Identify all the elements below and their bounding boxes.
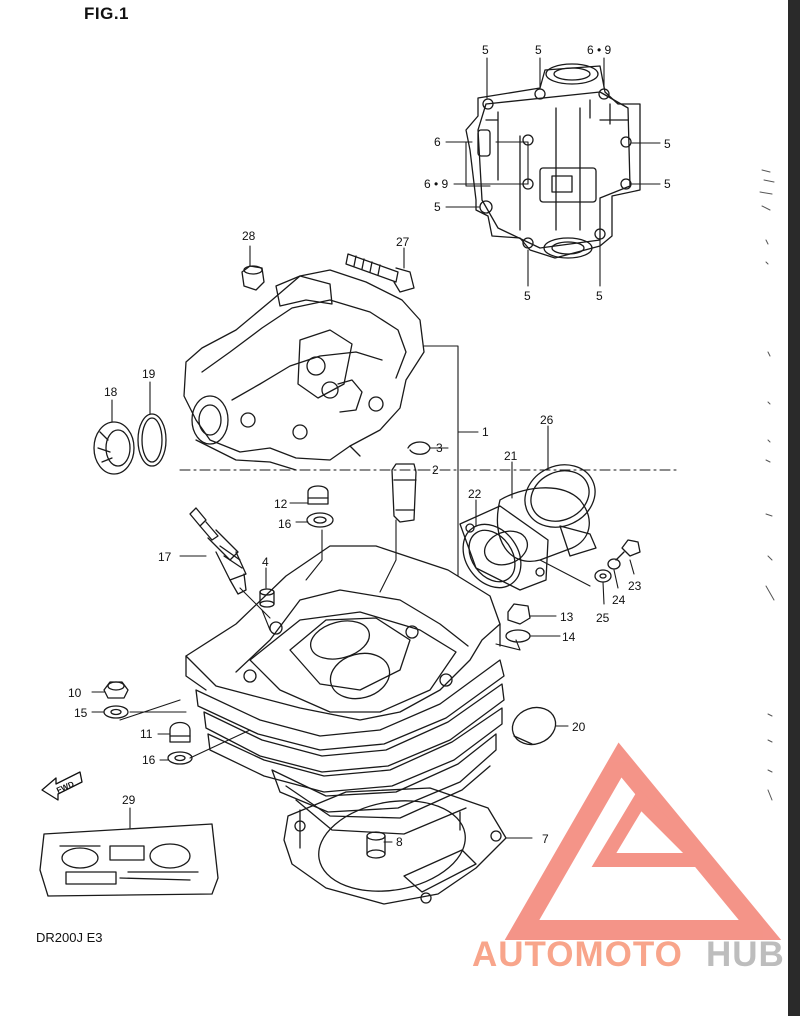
- watermark-triangle-outer: [504, 742, 782, 940]
- callout-5-g: 5: [596, 289, 603, 303]
- part-23-screw: [615, 539, 641, 561]
- callout-6-a: 6: [434, 135, 441, 149]
- callout-5-b: 5: [535, 43, 542, 57]
- callout-3: 3: [436, 441, 443, 455]
- callout-1: 1: [482, 425, 489, 439]
- watermark-text-b: HUB: [706, 935, 785, 974]
- callout-24: 24: [612, 593, 626, 607]
- part-13-nut: [507, 603, 531, 625]
- callout-17: 17: [158, 550, 172, 564]
- callout-12: 12: [274, 497, 288, 511]
- part-4-dowel: [259, 588, 275, 608]
- callout-20: 20: [572, 720, 586, 734]
- watermark-logo: [504, 742, 782, 940]
- watermark-text-a: AUTOMOTO: [472, 935, 683, 974]
- head-cover-top-view: [465, 63, 641, 259]
- callout-16-b: 16: [142, 753, 156, 767]
- scan-edge: [788, 0, 800, 1016]
- part-15-washer: [103, 705, 129, 719]
- part-24-washer: [607, 558, 621, 570]
- callout-29: 29: [122, 793, 136, 807]
- part-18-cap: [93, 421, 135, 475]
- callout-6-9-a: 6 • 9: [587, 43, 612, 57]
- part-27-bolt: [345, 253, 415, 293]
- callout-22: 22: [468, 487, 482, 501]
- callout-28: 28: [242, 229, 256, 243]
- callout-10: 10: [68, 686, 82, 700]
- callout-15: 15: [74, 706, 88, 720]
- part-3-clip: [407, 441, 431, 455]
- cylinder-block: [185, 545, 505, 849]
- part-22-o-ring: [462, 523, 522, 589]
- callout-26: 26: [540, 413, 554, 427]
- callout-2: 2: [432, 463, 439, 477]
- part-16-washer-a: [306, 512, 334, 528]
- callout-7: 7: [542, 832, 549, 846]
- callout-18: 18: [104, 385, 118, 399]
- part-26-clamp: [524, 464, 596, 528]
- part-2-guide: [391, 463, 417, 523]
- part-10-nut: [103, 681, 129, 699]
- part-20-plug: [511, 706, 557, 746]
- part-17-spark-plug: [189, 507, 247, 595]
- callout-4: 4: [262, 555, 269, 569]
- part-7-gasket: [283, 787, 507, 905]
- part-19-o-ring: [137, 413, 167, 467]
- callout-19: 19: [142, 367, 156, 381]
- callout-23: 23: [628, 579, 642, 593]
- figure-title: FIG.1: [84, 4, 130, 23]
- callout-11: 11: [140, 727, 153, 741]
- fwd-arrow-icon: [41, 771, 83, 801]
- callout-5-a: 5: [482, 43, 489, 57]
- part-8-dowel: [366, 831, 386, 859]
- part-16-washer-b: [167, 751, 193, 765]
- part-25-washer: [594, 569, 612, 583]
- callout-16-a: 16: [278, 517, 292, 531]
- callout-14: 14: [562, 630, 576, 644]
- callout-6-9-b: 6 • 9: [424, 177, 449, 191]
- callout-25: 25: [596, 611, 610, 625]
- fwd-label: FWD: [55, 779, 76, 795]
- callout-5-f: 5: [524, 289, 531, 303]
- part-12-cap-nut: [307, 485, 329, 505]
- cylinder-head: [183, 269, 425, 471]
- part-21-intake-pipe: [459, 487, 597, 591]
- model-code: DR200J E3: [36, 930, 103, 945]
- callout-5-d: 5: [664, 177, 671, 191]
- part-28-nut: [241, 265, 265, 291]
- callout-27: 27: [396, 235, 410, 249]
- watermark-triangle-inner: [591, 788, 717, 867]
- callout-5-e: 5: [434, 200, 441, 214]
- part-11-cap-nut: [169, 721, 191, 743]
- part-14-washer: [505, 629, 531, 643]
- part-29-gasket-set: [39, 823, 219, 897]
- callout-5-c: 5: [664, 137, 671, 151]
- callout-8: 8: [396, 835, 403, 849]
- callout-21: 21: [504, 449, 518, 463]
- callout-13: 13: [560, 610, 574, 624]
